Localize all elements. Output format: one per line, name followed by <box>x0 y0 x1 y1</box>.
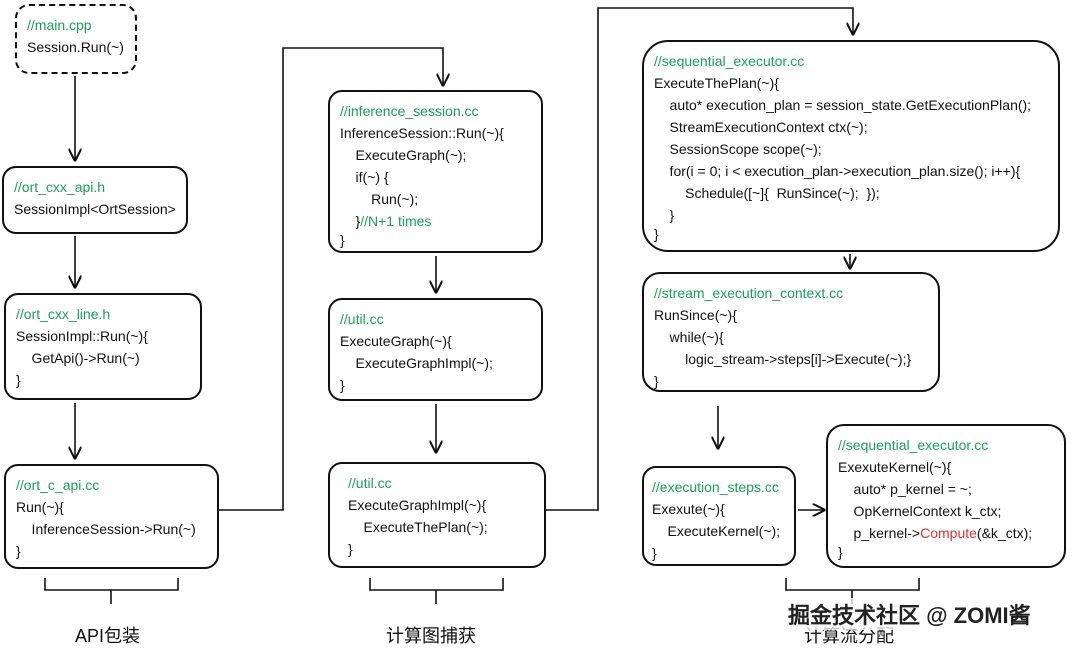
stream-context-comment: //stream_execution_context.cc <box>654 285 844 301</box>
kernel-l2: auto* p_kernel = ~; <box>838 481 972 497</box>
execution-steps-box: //execution_steps.cc Exexute(~){ Execute… <box>642 466 796 566</box>
util-2-l2: ExecuteThePlan(~); <box>348 519 488 535</box>
util-2-box: //util.cc ExecuteGraphImpl(~){ ExecuteTh… <box>328 462 546 568</box>
kernel-l3: OpKernelContext k_ctx; <box>838 503 1002 519</box>
ort-cxx-line-box: //ort_cxx_line.h SessionImpl::Run(~){ Ge… <box>4 293 202 400</box>
sequential-executor-l8: } <box>654 226 659 242</box>
stream-context-l1: RunSince(~){ <box>654 307 737 323</box>
stream-execution-context-box: //stream_execution_context.cc RunSince(~… <box>642 272 940 392</box>
main-cpp-box: //main.cpp Session.Run(~) <box>15 4 137 74</box>
caption-api-wrapper: API包装 <box>75 626 141 646</box>
sequential-executor-l3: StreamExecutionContext ctx(~); <box>654 119 868 135</box>
stream-context-l2: while(~){ <box>654 329 724 345</box>
ort-cxx-api-box: //ort_cxx_api.h SessionImpl<OrtSession> <box>2 166 188 234</box>
main-cpp-comment: //main.cpp <box>27 17 92 33</box>
inference-session-l5: }//N+1 times <box>340 210 535 232</box>
ort-cxx-line-l2: GetApi()->Run(~) <box>16 350 140 366</box>
inference-session-l5-code: } <box>340 213 361 229</box>
util-2-comment: //util.cc <box>348 475 392 491</box>
kernel-close: } <box>838 544 843 560</box>
ort-c-api-comment: //ort_c_api.cc <box>16 477 100 493</box>
ort-c-api-l1: Run(~){ <box>16 499 64 515</box>
sequential-executor-box: //sequential_executor.cc ExecuteThePlan(… <box>642 40 1060 252</box>
ort-cxx-api-line: SessionImpl<OrtSession> <box>14 201 176 217</box>
inference-session-box: //inference_session.cc InferenceSession:… <box>328 90 543 253</box>
ort-cxx-api-comment: //ort_cxx_api.h <box>14 179 106 195</box>
arrow-ort-c-api-to-inference-session <box>219 47 443 511</box>
execution-steps-l2: ExecuteKernel(~); <box>652 523 781 539</box>
ort-cxx-line-l3: } <box>16 372 21 388</box>
inference-session-close: } <box>340 232 345 248</box>
util-1-comment: //util.cc <box>340 311 384 327</box>
sequential-executor-kernel-box: //sequential_executor.cc ExexuteKernel(~… <box>826 424 1066 568</box>
sequential-executor-l6: Schedule([~]{ RunSince(~); }); <box>654 185 880 201</box>
inference-session-l4: Run(~); <box>340 191 419 207</box>
compute-highlight: Compute <box>920 525 977 541</box>
sequential-executor-l1: ExecuteThePlan(~){ <box>654 75 779 91</box>
ort-c-api-l2: InferenceSession->Run(~) <box>16 521 196 537</box>
sequential-executor-l4: SessionScope scope(~); <box>654 141 822 157</box>
kernel-l4-suffix: (&k_ctx); <box>976 525 1033 541</box>
ort-cxx-line-comment: //ort_cxx_line.h <box>16 306 111 322</box>
kernel-l1: ExexuteKernel(~){ <box>838 459 952 475</box>
watermark: 掘金技术社区 @ ZOMI酱 <box>784 598 1035 630</box>
util-1-box: //util.cc ExecuteGraph(~){ ExecuteGraphI… <box>328 298 543 401</box>
sequential-executor-l7: } <box>654 207 675 223</box>
util-1-l3: } <box>340 377 345 393</box>
ort-c-api-l3: } <box>16 543 21 559</box>
kernel-comment: //sequential_executor.cc <box>838 437 989 453</box>
brace-api <box>44 578 179 604</box>
main-cpp-line: Session.Run(~) <box>27 39 124 55</box>
caption-flow-allocation: 计算流分配 <box>804 626 894 646</box>
execution-steps-l1: Exexute(~){ <box>652 501 725 517</box>
inference-session-l3: if(~) { <box>340 169 389 185</box>
kernel-l4: p_kernel->Compute(&k_ctx); <box>838 522 1058 544</box>
inference-session-l1: InferenceSession::Run(~){ <box>340 125 504 141</box>
stream-context-l4: } <box>654 373 659 389</box>
sequential-executor-l2: auto* execution_plan = session_state.Get… <box>654 97 1032 113</box>
util-1-l1: ExecuteGraph(~){ <box>340 333 452 349</box>
execution-steps-l3: } <box>652 545 657 561</box>
ort-cxx-line-l1: SessionImpl::Run(~){ <box>16 328 148 344</box>
stream-context-l3: logic_stream->steps[i]->Execute(~);} <box>654 351 912 367</box>
sequential-executor-comment: //sequential_executor.cc <box>654 53 805 69</box>
caption-graph-capture: 计算图捕获 <box>386 626 476 646</box>
util-2-l3: } <box>348 541 353 557</box>
arrow-util-2-to-sequential-executor <box>546 7 853 511</box>
ort-c-api-box: //ort_c_api.cc Run(~){ InferenceSession-… <box>4 464 219 569</box>
execution-steps-comment: //execution_steps.cc <box>652 479 779 495</box>
inference-session-times-comment: //N+1 times <box>360 213 432 229</box>
util-1-l2: ExecuteGraphImpl(~); <box>340 355 493 371</box>
kernel-l4-prefix: p_kernel-> <box>838 525 921 541</box>
sequential-executor-l5: for(i = 0; i < execution_plan->execution… <box>654 163 1021 179</box>
brace-graph <box>369 578 504 604</box>
util-2-l1: ExecuteGraphImpl(~){ <box>348 497 487 513</box>
inference-session-comment: //inference_session.cc <box>340 103 479 119</box>
inference-session-l2: ExecuteGraph(~); <box>340 147 467 163</box>
